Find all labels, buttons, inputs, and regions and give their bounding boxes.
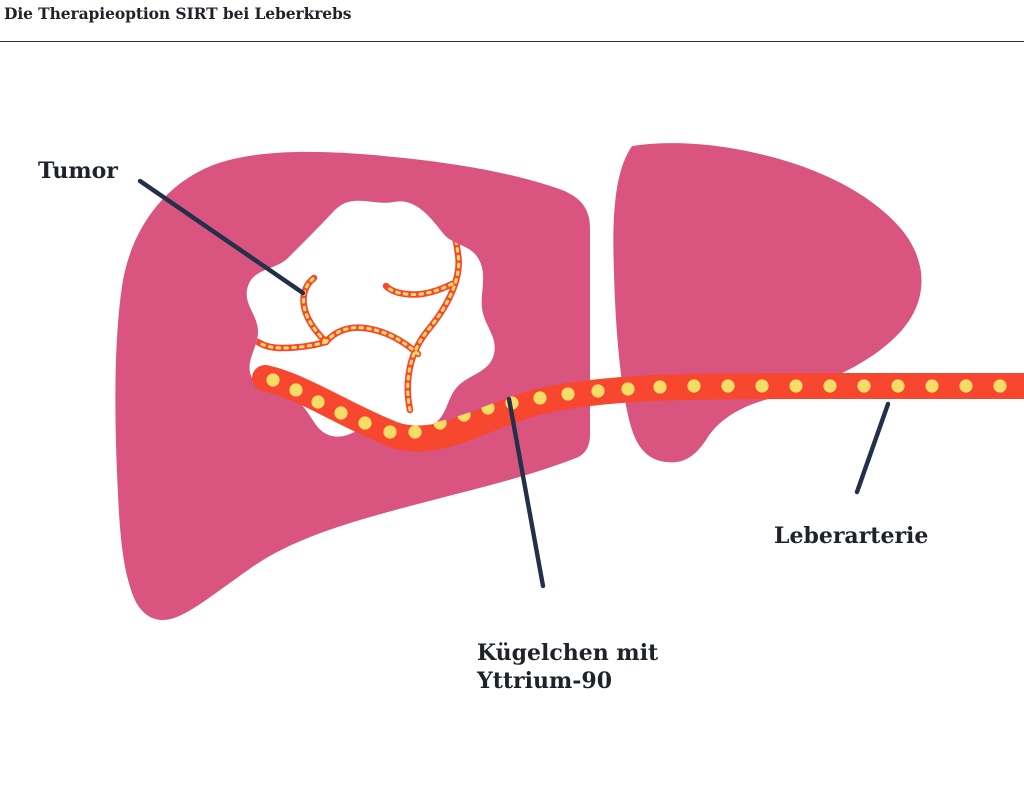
- microsphere: [653, 380, 667, 394]
- leader-line-tumor: [137, 178, 306, 296]
- microsphere: [408, 425, 422, 439]
- microsphere: [687, 379, 701, 393]
- microsphere: [358, 416, 372, 430]
- microsphere: [891, 379, 905, 393]
- microsphere: [621, 382, 635, 396]
- microsphere: [591, 384, 605, 398]
- leader-line-leberarterie: [854, 401, 891, 495]
- microsphere: [289, 383, 303, 397]
- vessel-branch-left-down-spheres: [256, 340, 328, 350]
- vessel-branch-left-up-spheres: [301, 276, 328, 344]
- vessel-branch-left-spheres: [324, 326, 420, 356]
- microsphere: [721, 379, 735, 393]
- microsphere: [334, 406, 348, 420]
- hepatic-artery: [252, 365, 1024, 452]
- leader-line-kuegelchen: [506, 396, 546, 589]
- label-kuegelchen-line2: Yttrium-90: [477, 668, 612, 695]
- liver-diagram-svg: [115, 143, 1024, 620]
- microsphere: [311, 395, 325, 409]
- label-leberarterie: Leberarterie: [774, 523, 929, 549]
- header: Die Therapieoption SIRT bei Leberkrebs: [0, 0, 1024, 42]
- label-kuegelchen: Kügelchen mit Yttrium-90: [477, 639, 658, 695]
- microsphere: [266, 373, 280, 387]
- vessel-branch-right-spheres: [384, 282, 454, 297]
- microsphere: [925, 379, 939, 393]
- microsphere: [755, 379, 769, 393]
- label-kuegelchen-line1: Kügelchen mit: [477, 640, 659, 666]
- tumor-shape: [246, 200, 495, 437]
- microsphere: [993, 379, 1007, 393]
- microsphere: [959, 379, 973, 393]
- artery-microspheres: [266, 373, 1007, 439]
- leader-lines: [137, 178, 891, 589]
- page-title: Die Therapieoption SIRT bei Leberkrebs: [4, 4, 352, 23]
- microsphere: [789, 379, 803, 393]
- label-tumor: Tumor: [38, 158, 118, 184]
- microsphere: [383, 425, 397, 439]
- liver-right-lobe: [613, 143, 922, 463]
- microsphere: [561, 387, 575, 401]
- liver-right-lobe-shape: [613, 143, 922, 463]
- microsphere: [857, 379, 871, 393]
- tumor-lesion: [246, 200, 495, 437]
- microsphere: [533, 391, 547, 405]
- liver-diagram-figure: Tumor Leberarterie Kügelchen mit Yttrium…: [0, 42, 1024, 806]
- microsphere: [823, 379, 837, 393]
- header-divider: [0, 41, 1024, 42]
